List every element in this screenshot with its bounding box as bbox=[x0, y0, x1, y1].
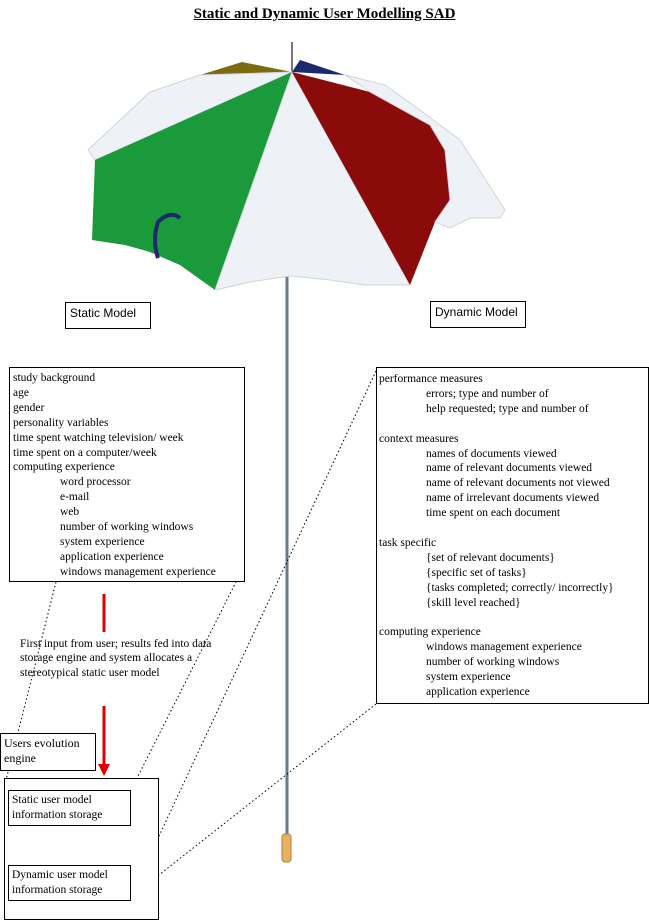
umbrella-panel-red bbox=[292, 72, 450, 285]
connector-static-dynamic-to-storage bbox=[130, 577, 239, 791]
static-item: gender bbox=[13, 401, 45, 414]
static-item: personality variables bbox=[13, 416, 109, 429]
dynamic-item: names of documents viewed bbox=[426, 447, 557, 460]
static-item: computing experience bbox=[13, 461, 115, 474]
umbrella-panel-white-right bbox=[344, 74, 506, 229]
dynamic-item: {tasks completed; correctly/ incorrectly… bbox=[426, 581, 614, 594]
static-sub-item: e-mail bbox=[60, 491, 90, 504]
dynamic-section-heading: task specific bbox=[379, 536, 437, 549]
umbrella-panel-white-center bbox=[214, 70, 411, 291]
umbrella-panel-green bbox=[92, 72, 292, 290]
static-sub-item: number of working windows bbox=[60, 521, 194, 534]
dynamic-section-heading: context measures bbox=[379, 432, 459, 445]
umbrella-panel-olive bbox=[200, 62, 292, 75]
dynamic-storage-box: Dynamic user model information storage bbox=[8, 865, 131, 901]
dynamic-section-heading: computing experience bbox=[379, 626, 481, 639]
umbrella-panel-navy bbox=[292, 60, 345, 75]
static-item: time spent on a computer/week bbox=[13, 446, 157, 459]
static-model-label: Static Model bbox=[65, 302, 151, 329]
dynamic-item: system experience bbox=[426, 671, 511, 684]
dynamic-item: number of working windows bbox=[426, 656, 560, 669]
dynamic-model-label: Dynamic Model bbox=[430, 301, 526, 328]
dynamic-item: {specific set of tasks} bbox=[426, 566, 527, 579]
static-item: age bbox=[13, 386, 29, 399]
dynamic-item: name of relevant documents not viewed bbox=[426, 477, 610, 490]
evolution-engine-label: Users evolution engine bbox=[0, 733, 96, 771]
static-sub-item: windows management experience bbox=[60, 565, 216, 578]
umbrella-handle bbox=[281, 833, 292, 863]
dynamic-item: name of relevant documents viewed bbox=[426, 462, 593, 475]
diagram-title: Static and Dynamic User Modelling SAD bbox=[193, 6, 456, 22]
dynamic-item: help requested; type and number of bbox=[426, 402, 589, 415]
static-sub-item: system experience bbox=[60, 535, 145, 548]
static-sub-item: application experience bbox=[60, 550, 164, 563]
dynamic-item: name of irrelevant documents viewed bbox=[426, 492, 600, 505]
flow-description: First input from user; results fed into … bbox=[20, 638, 212, 679]
umbrella-strap bbox=[153, 212, 182, 259]
dynamic-section-heading: performance measures bbox=[379, 373, 483, 385]
dynamic-model-list: performance measures errors; type and nu… bbox=[376, 367, 649, 704]
static-sub-item: word processor bbox=[60, 476, 131, 489]
dynamic-item: windows management experience bbox=[426, 641, 582, 654]
dynamic-item: errors; type and number of bbox=[426, 387, 549, 400]
static-storage-box: Static user model information storage bbox=[8, 790, 131, 826]
static-item: time spent watching television/ week bbox=[13, 431, 184, 444]
connector-dynamic-to-static-storage bbox=[145, 370, 377, 865]
static-item: study background bbox=[13, 372, 96, 384]
dynamic-item: {skill level reached} bbox=[426, 596, 521, 609]
connector-dynamic-to-dynamic-storage bbox=[130, 703, 377, 898]
arrow-head bbox=[98, 764, 110, 776]
static-model-list: study background age gender personality … bbox=[9, 367, 245, 582]
static-sub-item: web bbox=[60, 506, 80, 519]
dynamic-item: application experience bbox=[426, 685, 530, 698]
dynamic-item: time spent on each document bbox=[426, 507, 561, 520]
dynamic-item: {set of relevant documents} bbox=[426, 551, 555, 564]
